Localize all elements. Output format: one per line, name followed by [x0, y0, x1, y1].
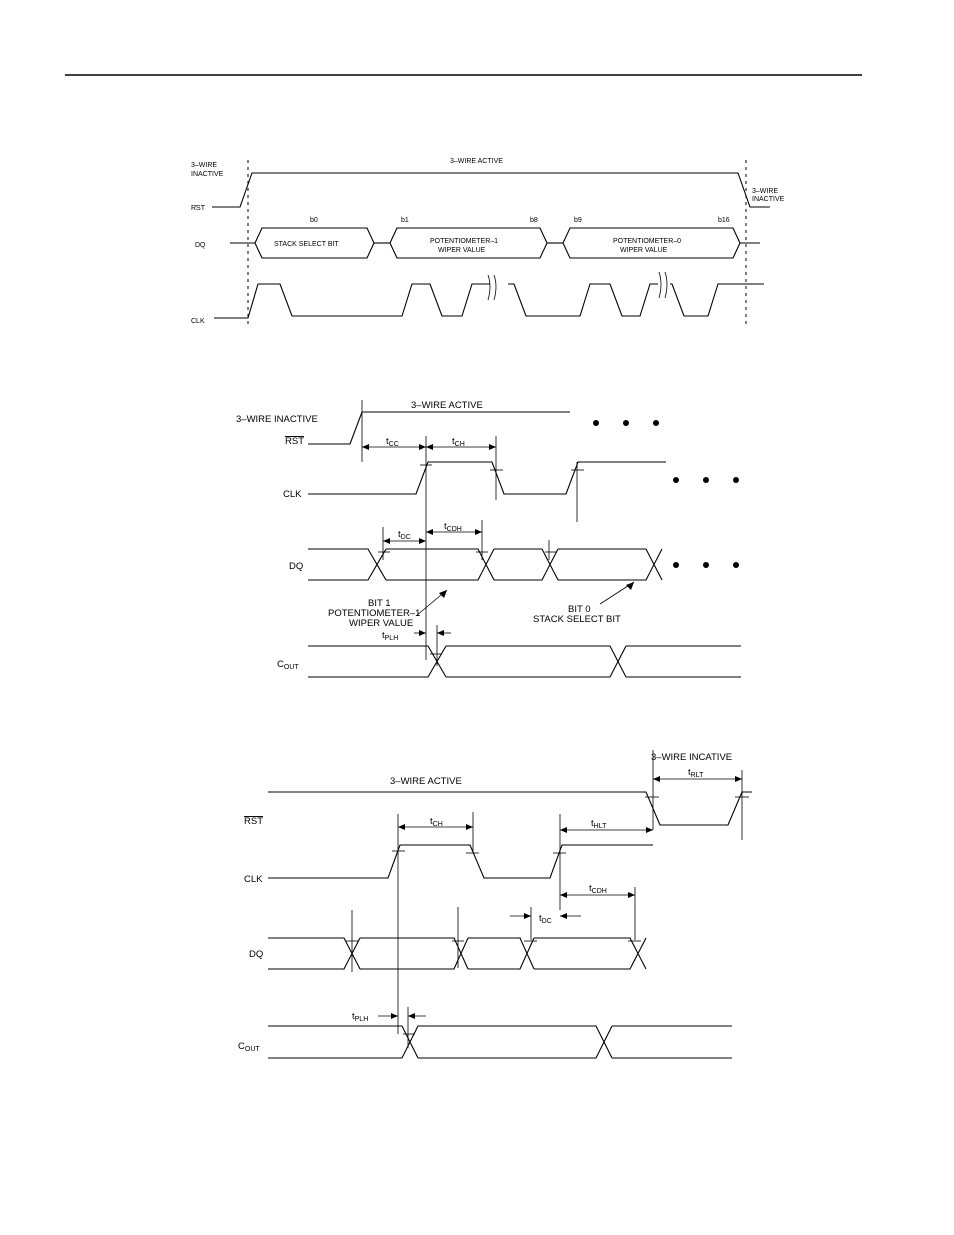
tdc-label: tDC: [539, 913, 552, 925]
bit0-label-l2: STACK SELECT BIT: [533, 614, 621, 625]
rst-label: RST: [285, 436, 304, 447]
rst-waveform: [308, 411, 570, 445]
cout-window: [446, 645, 627, 678]
dq-transition-1: [268, 937, 361, 970]
continuation-dots: [593, 420, 739, 568]
thlt-label: tHLT: [591, 818, 607, 830]
clk-waveform-part3: [670, 283, 764, 317]
dq-bit1-window: [386, 548, 495, 581]
clk-waveform-part1: [214, 283, 490, 319]
inactive-label: 3–WIRE INACTIVE: [236, 414, 318, 425]
inactive-label: 3–WIRE INCATIVE: [651, 752, 732, 763]
tch-label: tCH: [452, 436, 465, 448]
dq-label: DQ: [289, 561, 303, 572]
bit1-label-l1: BIT 1: [368, 598, 391, 609]
dq-transition-1: [308, 548, 387, 581]
clk-label: CLK: [283, 489, 302, 500]
tcdh-label: tCDH: [444, 521, 462, 533]
diagram-end-timing: 3–WIRE ACTIVE 3–WIRE INCATIVE RST CLK DQ…: [238, 750, 752, 1059]
cout-tail: [626, 645, 741, 678]
end-inactive-label-l2: INACTIVE: [752, 196, 785, 203]
b1-label: b1: [401, 217, 409, 224]
rst-signal-label: RST: [191, 205, 206, 212]
tplh-label: tPLH: [382, 630, 398, 642]
cout-tail: [612, 1025, 732, 1059]
rst-inactive-label-l1: 3–WIRE: [191, 162, 217, 169]
clk-signal-label: CLK: [191, 318, 205, 325]
tch-label: tCH: [430, 816, 443, 828]
dq-window-1: [360, 937, 469, 970]
pot1-text-l2: WIPER VALUE: [438, 247, 486, 254]
clk-waveform: [268, 844, 653, 879]
clk-label: CLK: [244, 874, 263, 885]
dq-bit0-window: [558, 548, 663, 581]
pot0-text-l2: WIPER VALUE: [620, 247, 668, 254]
bit1-label-l2: POTENTIOMETER–1: [328, 608, 420, 619]
tcdh-label: tCDH: [589, 883, 607, 895]
pot1-text-l1: POTENTIOMETER–1: [430, 238, 498, 245]
rst-waveform: [212, 172, 770, 208]
cout-transition-1: [308, 645, 447, 678]
tcc-label: tCC: [386, 436, 399, 448]
cout-label: COUT: [277, 659, 299, 671]
clk-break-mark-1: [487, 274, 497, 301]
active-label: 3–WIRE ACTIVE: [390, 776, 462, 787]
cout-window: [418, 1025, 613, 1059]
b8-label: b8: [530, 217, 538, 224]
diagram-3-wire-sequence: 3–WIRE INACTIVE 3–WIRE ACTIVE 3–WIRE INA…: [191, 158, 785, 325]
stack-select-text: STACK SELECT BIT: [274, 241, 339, 248]
b16-label: b16: [718, 217, 730, 224]
wire-active-label: 3–WIRE ACTIVE: [450, 158, 503, 165]
dq-middle-window: [494, 548, 559, 581]
trlt-label: tRLT: [688, 767, 704, 779]
rst-inactive-label-l2: INACTIVE: [191, 171, 224, 178]
rst-waveform: [268, 791, 752, 826]
active-label: 3–WIRE ACTIVE: [411, 400, 483, 411]
b9-label: b9: [574, 217, 582, 224]
clk-waveform-part2: [508, 283, 658, 317]
cout-transition-1: [268, 1025, 419, 1059]
tdc-label: tDC: [398, 529, 411, 541]
pot0-text-l1: POTENTIOMETER–0: [613, 238, 681, 245]
cout-label: COUT: [238, 1041, 260, 1053]
bit1-label-l3: WIPER VALUE: [349, 618, 413, 629]
tplh-label: tPLH: [352, 1011, 368, 1023]
clk-waveform: [308, 461, 666, 495]
clk-break-mark-2: [658, 271, 668, 299]
dq-window-3: [534, 937, 647, 970]
dq-signal-label: DQ: [195, 242, 206, 249]
bit0-label-l1: BIT 0: [568, 604, 591, 615]
dq-window-2: [468, 937, 535, 970]
diagram-write-timing: 3–WIRE INACTIVE 3–WIRE ACTIVE RST CLK DQ…: [236, 400, 741, 678]
b0-label: b0: [310, 217, 318, 224]
dq-label: DQ: [249, 949, 263, 960]
rst-label: RST: [244, 816, 263, 827]
end-inactive-label-l1: 3–WIRE: [752, 188, 778, 195]
